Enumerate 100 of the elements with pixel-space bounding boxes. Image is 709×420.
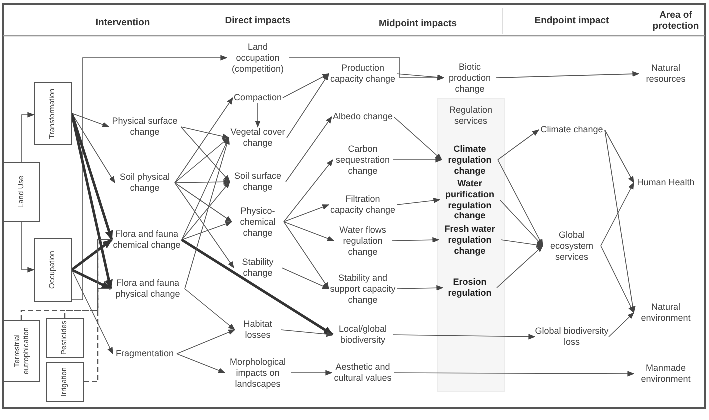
- impact-label: Physical surface change: [109, 116, 181, 138]
- impact-label: Soil physical change: [115, 172, 175, 194]
- process-box: [46, 318, 84, 358]
- arrow: [280, 330, 334, 338]
- arrow: [70, 113, 114, 241]
- process-box: [3, 320, 40, 382]
- arrow: [72, 113, 110, 128]
- arrow: [392, 157, 443, 163]
- arrow: [396, 74, 445, 80]
- column-heading: Direct impacts: [224, 16, 292, 28]
- impact-label: Natural resources: [639, 63, 693, 85]
- arrow: [72, 270, 114, 355]
- arrow: [174, 138, 230, 184]
- arrow: [22, 112, 35, 162]
- arrow: [288, 58, 445, 81]
- impact-label: Land occupation (competition): [227, 42, 289, 74]
- impact-label: Fresh water regulation change: [439, 224, 501, 256]
- arrow: [182, 137, 230, 240]
- arrow: [282, 268, 330, 290]
- impact-label: Climate change: [539, 124, 605, 136]
- arrow: [498, 130, 540, 160]
- arrow: [182, 222, 233, 240]
- impact-label: Filtration capacity change: [329, 194, 397, 216]
- process-box: [34, 82, 72, 145]
- impact-label: Natural environment: [634, 302, 698, 324]
- process-box: [34, 238, 72, 302]
- arrow: [72, 55, 228, 300]
- impact-label: Carbon sequestration change: [333, 144, 393, 176]
- arrow: [396, 198, 441, 206]
- arrow: [71, 238, 113, 272]
- arrow: [394, 371, 635, 377]
- impact-label: Albedo change: [332, 112, 394, 122]
- arrow: [500, 240, 544, 248]
- arrow: [284, 222, 330, 290]
- arrow: [255, 103, 261, 128]
- dashed-connector: [64, 288, 111, 318]
- impact-label: Habitat losses: [235, 319, 281, 341]
- impact-label: Human Health: [634, 178, 698, 188]
- arrow: [396, 285, 444, 291]
- column-heading: Midpoint impacts: [378, 20, 458, 30]
- arrow: [392, 334, 536, 340]
- arrow: [600, 182, 634, 246]
- arrow: [284, 204, 330, 222]
- impact-label: Climate regulation change: [442, 144, 498, 176]
- impact-label: Vegetal cover change: [229, 127, 287, 149]
- arrow: [22, 222, 35, 273]
- impact-label: Flora and fauna physical change: [111, 278, 185, 300]
- column-heading: Intervention: [94, 18, 152, 30]
- impact-label: Fragmentation: [113, 348, 177, 360]
- arrow: [174, 179, 231, 185]
- arrow: [500, 200, 544, 246]
- impact-label: Aesthetic and cultural values: [332, 362, 394, 384]
- arrow: [182, 181, 230, 240]
- impact-label: Stability change: [234, 257, 282, 279]
- process-box: [3, 162, 40, 222]
- arrow: [176, 330, 236, 354]
- impact-label: Biotic production change: [444, 62, 496, 94]
- arrow: [394, 116, 443, 160]
- arrow: [71, 268, 112, 290]
- arrow: [286, 116, 332, 182]
- impact-label: Global biodiversity loss: [535, 326, 609, 348]
- arrow: [286, 73, 330, 138]
- arrow: [184, 137, 230, 290]
- panel-heading: Regulation services: [448, 105, 494, 127]
- arrow: [496, 246, 544, 288]
- impact-label: Stability and support capacity change: [329, 272, 397, 306]
- impact-label: Manmade environment: [634, 363, 698, 385]
- arrow: [496, 71, 640, 78]
- arrow: [498, 160, 544, 247]
- arrow: [174, 182, 233, 222]
- arrow: [176, 354, 226, 374]
- impact-label: Local/global biodiversity: [333, 324, 393, 346]
- impact-label: Water purification regulation change: [440, 178, 500, 222]
- arrow: [184, 288, 236, 330]
- impact-label: Flora and fauna chemical change: [112, 229, 182, 251]
- impact-label: Physico-chemical change: [232, 206, 284, 238]
- arrow: [392, 237, 440, 243]
- arrow: [604, 130, 636, 314]
- impact-label: Production capacity change: [329, 63, 397, 85]
- arrow: [608, 312, 634, 338]
- arrow: [70, 113, 113, 290]
- impact-label: Global ecosystem services: [543, 230, 601, 262]
- arrow: [284, 159, 334, 222]
- impact-label: Morphological impacts on landscapes: [225, 356, 291, 390]
- arrow: [284, 222, 335, 242]
- column-heading: Area of protection: [652, 11, 700, 33]
- arrow: [290, 370, 333, 376]
- process-box: [46, 362, 84, 402]
- arrow: [282, 74, 330, 98]
- arrow: [181, 238, 334, 336]
- impact-label: Erosion regulation: [443, 277, 497, 299]
- impact-label: Compaction: [233, 92, 283, 104]
- impact-label: Water flows regulation change: [334, 224, 392, 258]
- arrow: [180, 126, 230, 140]
- arrow: [174, 97, 234, 184]
- arrow: [600, 246, 634, 314]
- dashed-connector: [84, 288, 111, 383]
- panel-background: [437, 98, 505, 392]
- arrow: [604, 130, 634, 184]
- column-heading: Endpoint impact: [534, 16, 610, 28]
